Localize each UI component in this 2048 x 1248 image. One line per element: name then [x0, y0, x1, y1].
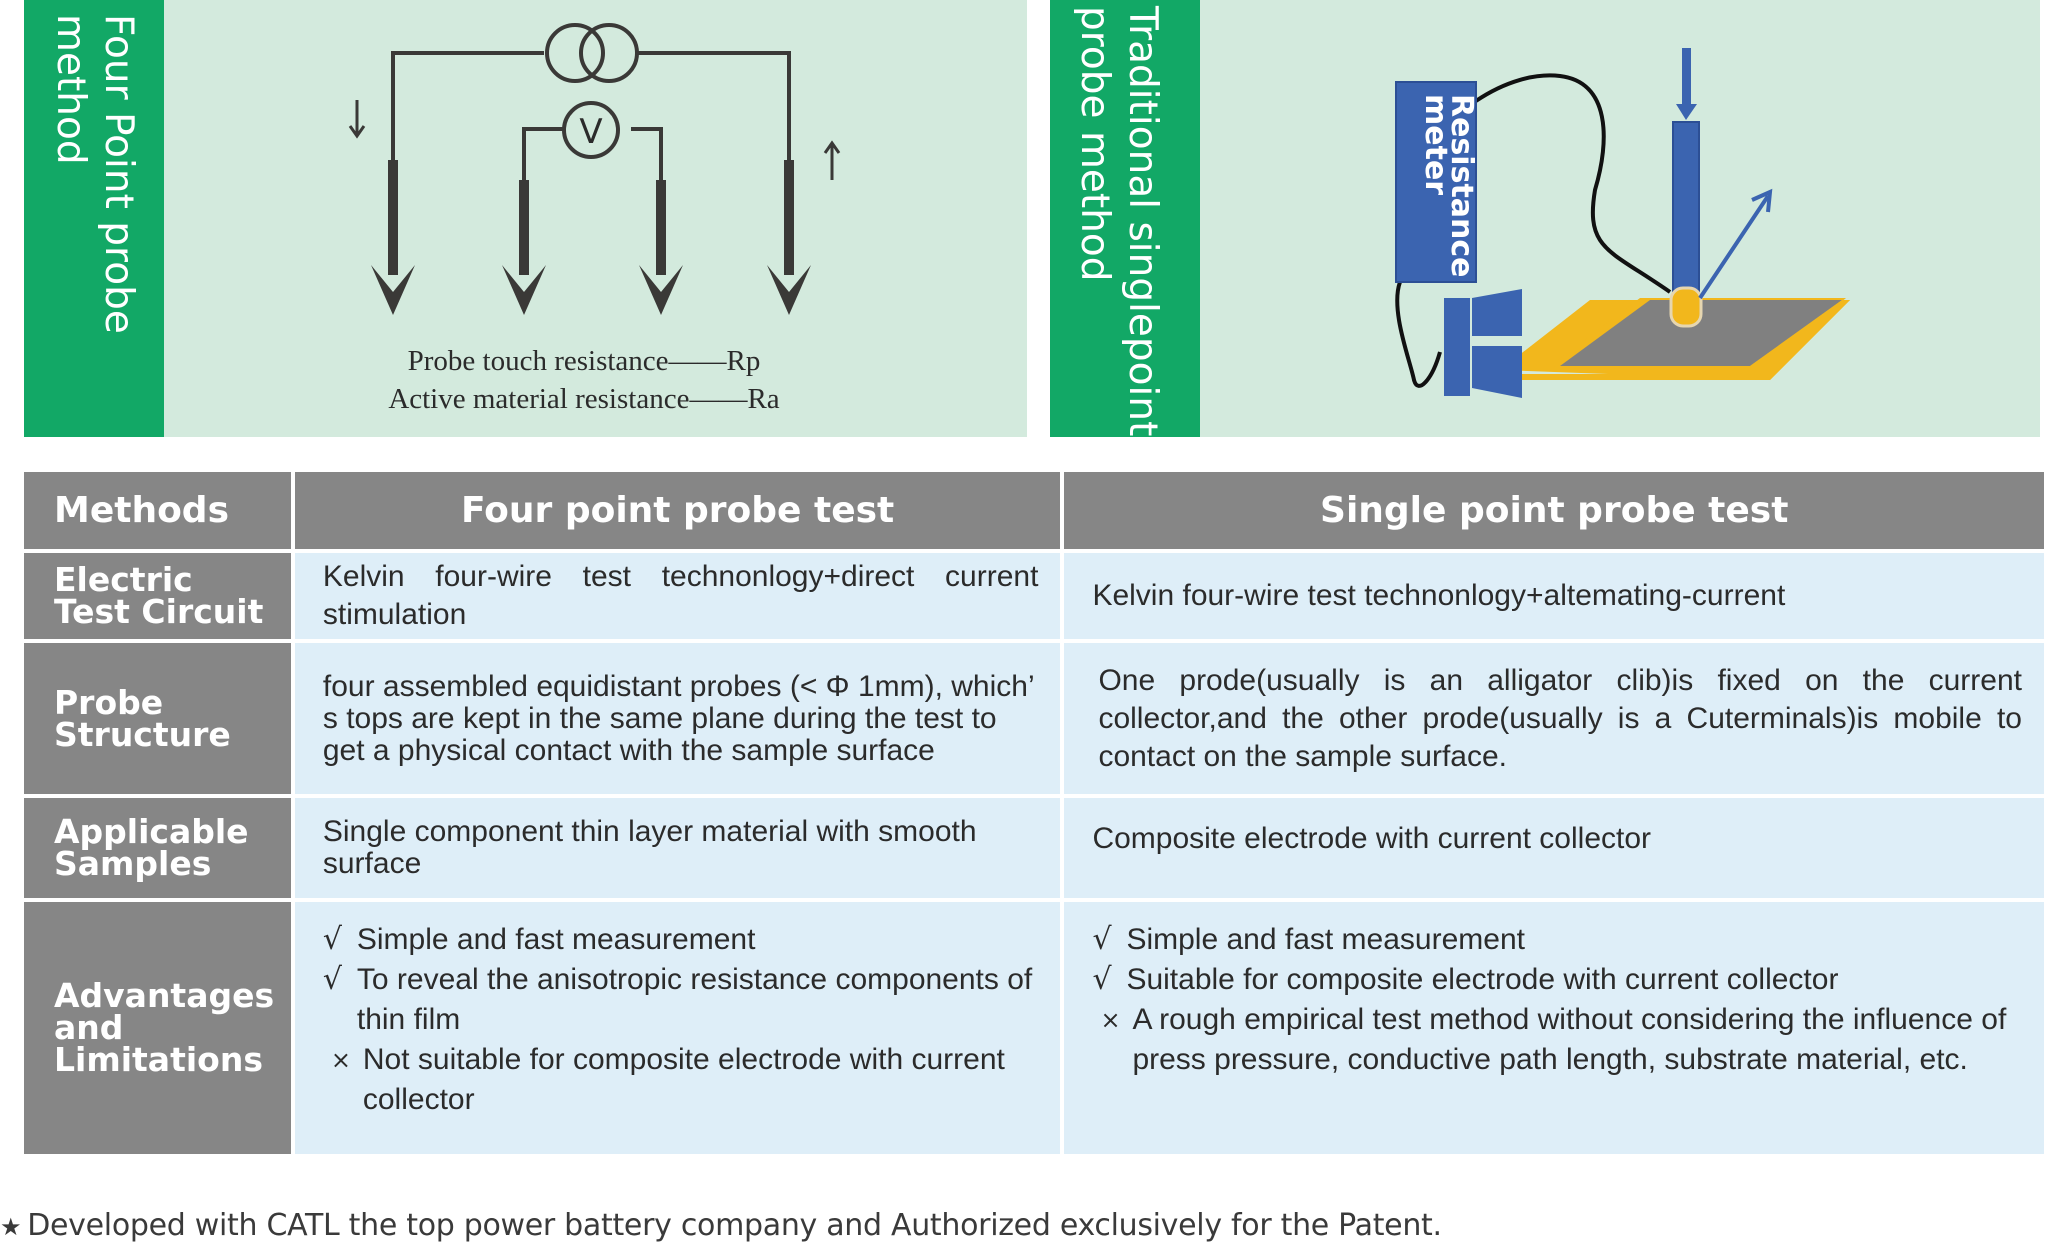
cross-icon: ×: [330, 1046, 351, 1074]
single-point-probe-panel: Traditional singlepoint probe method Res…: [1050, 0, 2040, 437]
resistance-meter-label-line2: meter: [1418, 94, 1453, 195]
probe-1: [371, 160, 415, 315]
current-up-arrow-icon: [823, 140, 841, 180]
check-icon: √: [1092, 962, 1112, 997]
cell-single-point-advantages: √ Simple and fast measurement √ Suitable fo…: [1064, 902, 2044, 1154]
row-label-text: Electric Test Circuit: [54, 560, 264, 631]
advantage-item: √ Suitable for composite electrode with c…: [1092, 960, 2022, 1000]
list-item-text: Not suitable for composite electrode wit…: [362, 1043, 1005, 1116]
probe-rod-icon: [1669, 121, 1703, 328]
clip-cable: [1395, 281, 1442, 388]
move-direction-arrow-icon: [1698, 188, 1773, 300]
cell-single-point-structure: One prode(usually is an alligator clib)i…: [1064, 643, 2044, 794]
table-row: Advantages and Limitations √ Simple and f…: [24, 902, 2044, 1154]
list-item-text: Simple and fast measurement: [356, 923, 756, 956]
legend-active-resistance: Active material resistance——Ra: [388, 383, 779, 415]
row-label-electric-test-circuit: Electric Test Circuit: [24, 553, 291, 639]
limitation-item: × A rough empirical test method without c…: [1092, 1000, 2022, 1080]
sample-sheet: [1560, 300, 1842, 366]
cell-four-point-samples: Single component thin layer material wit…: [294, 798, 1061, 898]
cross-icon: ×: [1100, 1006, 1121, 1034]
resistance-meter-box: [1395, 81, 1477, 283]
row-label-applicable-samples: Applicable Samples: [24, 798, 291, 898]
advantage-item: √ To reveal the anisotropic resistance co…: [323, 960, 1039, 1040]
cell-single-point-samples: Composite electrode with current collect…: [1064, 798, 2044, 898]
voltmeter-wire-right: [631, 127, 663, 180]
check-icon: √: [322, 962, 342, 997]
table-row: Probe Structure four assembled equidista…: [24, 643, 2044, 794]
list-item-text: A rough empirical test method without co…: [1132, 1003, 2007, 1076]
four-point-circuit-diagram: V: [348, 23, 841, 415]
four-point-advantages-list: √ Simple and fast measurement √ To reveal t…: [323, 920, 1039, 1120]
current-wire-right: [638, 51, 791, 160]
press-down-arrow-icon: [1676, 48, 1697, 120]
single-point-probe-diagram: Resistance meter: [1395, 48, 1850, 398]
cell-four-point-structure: four assembled equidistant probes (< Φ 1…: [294, 643, 1061, 794]
table-header-row: Methods Four point probe test Single poi…: [24, 472, 2044, 549]
header-four-point: Four point probe test: [294, 472, 1061, 549]
four-point-probe-panel: Four Point probe method V: [24, 0, 1027, 437]
probe-4: [767, 160, 811, 315]
star-icon: ★: [0, 1213, 22, 1241]
voltmeter-wire-left: [522, 127, 565, 180]
cell-four-point-advantages: √ Simple and fast measurement √ To reveal t…: [294, 902, 1061, 1154]
row-label-text: Probe Structure: [54, 682, 231, 754]
table-row: Electric Test Circuit Kelvin four-wire t…: [24, 553, 2044, 639]
advantage-item: √ Simple and fast measurement: [1092, 920, 2022, 960]
table-row: Applicable Samples Single component thin…: [24, 798, 2044, 898]
comparison-table: Methods Four point probe test Single poi…: [20, 468, 2048, 1158]
voltmeter-icon: V: [562, 101, 620, 159]
list-item-text: To reveal the anisotropic resistance com…: [356, 963, 1033, 1036]
footnote: ★Developed with CATL the top power batte…: [0, 1208, 1442, 1243]
legend-probe-resistance: Probe touch resistance——Rp: [408, 345, 761, 377]
row-label-advantages-limitations: Advantages and Limitations: [24, 902, 291, 1154]
voltmeter-symbol: V: [579, 112, 602, 152]
limitation-item: × Not suitable for composite electrode wi…: [323, 1040, 1039, 1120]
row-label-text: Advantages and Limitations: [54, 976, 275, 1079]
single-point-advantages-list: √ Simple and fast measurement √ Suitable fo…: [1092, 920, 2022, 1080]
alligator-clip-icon: [1444, 289, 1522, 398]
panel-title-bar: Four Point probe method: [24, 0, 164, 437]
resistance-meter-label-line1: Resistance: [1444, 94, 1479, 278]
cell-single-point-circuit: Kelvin four-wire test technonlogy+altema…: [1064, 553, 2044, 639]
check-icon: √: [322, 922, 342, 957]
header-single-point: Single point probe test: [1064, 472, 2044, 549]
current-wire-left: [391, 51, 544, 160]
panel-title-bar: Traditional singlepoint probe method: [1050, 0, 1200, 437]
panel-title: Traditional singlepoint probe method: [1072, 6, 1165, 437]
list-item-text: Simple and fast measurement: [1126, 923, 1525, 956]
advantage-item: √ Simple and fast measurement: [323, 920, 1039, 960]
cell-four-point-circuit: Kelvin four-wire test technonlogy+direct…: [294, 553, 1061, 639]
probe-3: [639, 180, 683, 315]
current-down-arrow-icon: [348, 100, 366, 139]
row-label-probe-structure: Probe Structure: [24, 643, 291, 794]
probe-2: [502, 180, 546, 315]
footnote-text: Developed with CATL the top power batter…: [27, 1208, 1442, 1243]
header-methods: Methods: [24, 472, 291, 549]
panel-title: Four Point probe method: [48, 14, 141, 334]
check-icon: √: [1092, 922, 1112, 957]
current-source-icon: [545, 23, 639, 83]
row-label-text: Applicable Samples: [54, 812, 249, 883]
list-item-text: Suitable for composite electrode with cu…: [1126, 963, 1839, 996]
